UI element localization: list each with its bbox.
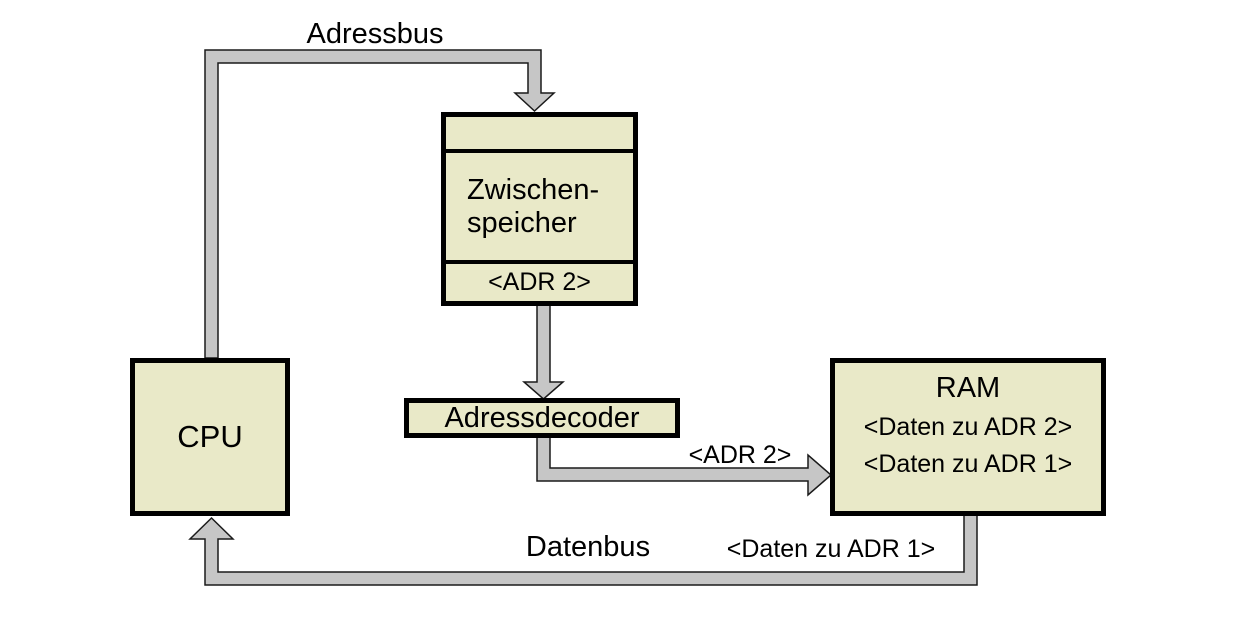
adressbus-label: Adressbus bbox=[306, 18, 444, 50]
decoder-box: Adressdecoder bbox=[404, 398, 680, 438]
buffer-label: Zwischen- speicher bbox=[446, 153, 633, 260]
cpu-label: CPU bbox=[177, 419, 243, 454]
datenbus-label: Datenbus bbox=[525, 531, 651, 563]
buffer-label-line1: Zwischen- bbox=[467, 173, 600, 206]
buffer-box: Zwischen- speicher <ADR 2> bbox=[441, 112, 638, 306]
ram-entries: <Daten zu ADR 2> <Daten zu ADR 1> bbox=[864, 409, 1072, 483]
ram-entry-adr1: <Daten zu ADR 1> bbox=[863, 450, 1073, 478]
ram-box: RAM <Daten zu ADR 2> <Daten zu ADR 1> bbox=[830, 358, 1106, 516]
decoder-to-ram-payload-label: <ADR 2> bbox=[688, 441, 792, 469]
buffer-label-line2: speicher bbox=[467, 206, 577, 239]
datenbus-payload-label: <Daten zu ADR 1> bbox=[726, 535, 936, 563]
ram-label: RAM bbox=[935, 372, 1001, 404]
adressbus-arrow bbox=[204, 49, 556, 359]
buffer-address-slot: <ADR 2> bbox=[446, 260, 633, 301]
buffer-to-decoder-arrow bbox=[521, 301, 566, 400]
decoder-to-ram-arrow bbox=[536, 435, 833, 497]
decoder-label: Adressdecoder bbox=[444, 401, 640, 434]
buffer-empty-slot bbox=[446, 117, 633, 153]
cpu-box: CPU bbox=[130, 358, 290, 516]
ram-entry-adr2: <Daten zu ADR 2> bbox=[863, 413, 1073, 441]
